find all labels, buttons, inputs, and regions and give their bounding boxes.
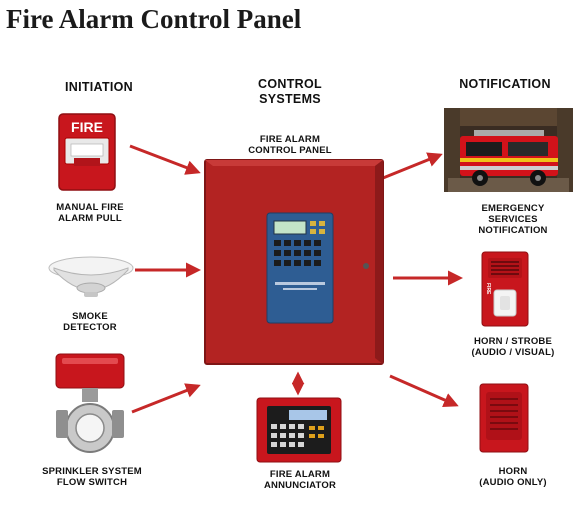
annunciator-label: FIRE ALARM ANNUNCIATOR: [263, 469, 337, 491]
fire-truck-icon: [444, 108, 573, 192]
fire-alarm-pull-icon: FIRE: [58, 113, 116, 191]
horn-strobe-icon: FIRE: [481, 251, 529, 327]
arrow-pull-to-panel: [129, 144, 201, 175]
horn-icon: [479, 383, 529, 453]
annunciator-icon: [256, 397, 342, 463]
sprinkler-label: SPRINKLER SYSTEM FLOW SWITCH: [42, 466, 142, 488]
horn-label: HORN (AUDIO ONLY): [479, 466, 547, 488]
smoke-detector-icon: [48, 256, 134, 297]
arrow-sprinkler-to-panel: [131, 383, 201, 414]
manual-pull-label: MANUAL FIRE ALARM PULL: [56, 202, 124, 224]
control-systems-header: CONTROL SYSTEMS: [258, 77, 322, 106]
arrow-panel-to-horn: [389, 374, 459, 408]
control-panel-icon: [204, 159, 384, 365]
smoke-detector-label: SMOKE DETECTOR: [63, 311, 117, 333]
emergency-services-label: EMERGENCY SERVICES NOTIFICATION: [478, 203, 548, 236]
arrow-panel-to-truck: [382, 152, 443, 180]
control-panel-label: FIRE ALARM CONTROL PANEL: [248, 134, 332, 156]
strobe-fire-text: FIRE: [485, 283, 491, 295]
horn-strobe-label: HORN / STROBE (AUDIO / VISUAL): [471, 336, 555, 358]
page-title: Fire Alarm Control Panel: [6, 4, 302, 34]
pull-station-text: FIRE: [71, 119, 103, 135]
flow-switch-icon: [55, 353, 125, 453]
initiation-header: INITIATION: [64, 80, 134, 94]
notification-header: NOTIFICATION: [459, 77, 551, 91]
